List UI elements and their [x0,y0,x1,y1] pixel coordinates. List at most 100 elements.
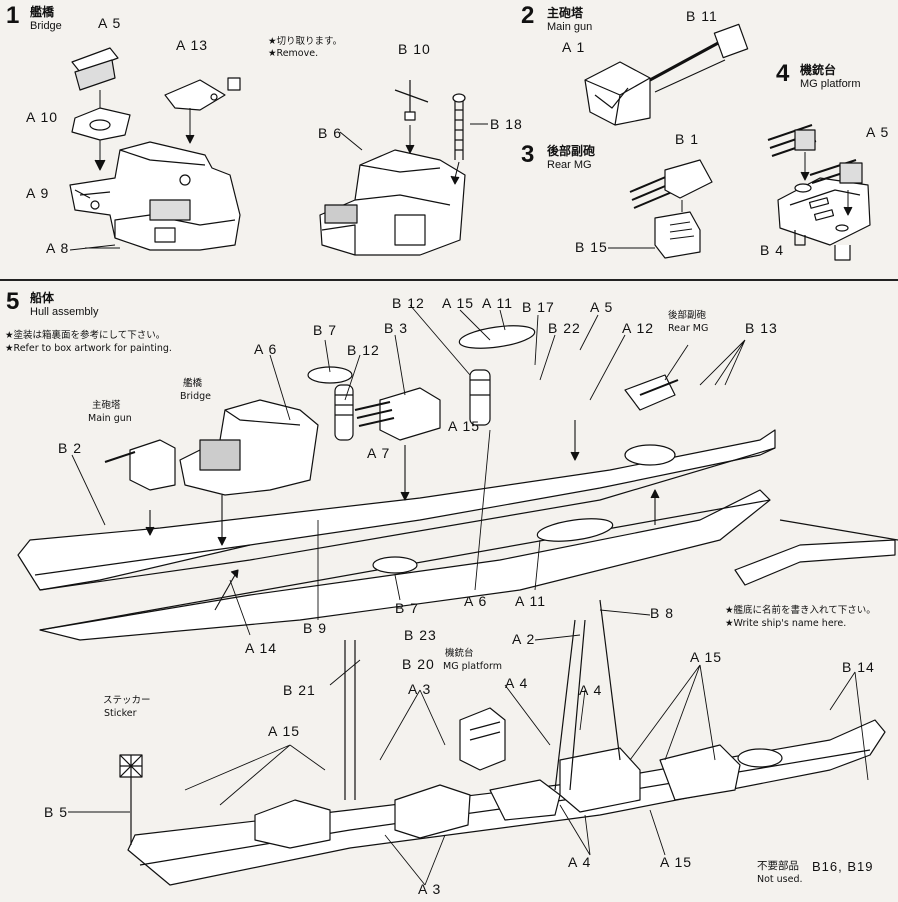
b3-mg-on-hull [354,387,441,441]
bridge-block-1 [69,141,241,251]
label-bridge-jp: 艦橋 [183,378,203,389]
part-label-a11: A 11 [482,295,513,311]
b18-ladder [452,93,466,160]
lower-superstructure [254,744,783,849]
part-label-b15: B 15 [575,239,608,255]
part-label-b21: B 21 [283,682,316,698]
part-label-b13: B 13 [745,320,778,336]
flag-sticker [119,754,143,845]
step-4-title-jp: 機銃台 [800,63,837,77]
part-label-b12: B 12 [392,295,425,311]
mg-platform-lower [459,707,506,771]
mg-platform-guns [767,124,863,184]
bridge-on-hull [179,399,319,496]
part-label-a6: A 6 [254,341,278,357]
part-label-b1: B 1 [675,131,700,147]
step-4-number: 4 [776,60,790,87]
sticker-panel [734,519,898,586]
part-label-a13: A 13 [176,37,209,53]
part-label-a5: A 5 [98,15,122,31]
part-label-b8: B 8 [650,605,675,621]
upper-hull [17,429,776,591]
part-label-b9: B 9 [303,620,328,636]
step-4-title-en: MG platform [800,78,861,90]
step-5-title-jp: 船体 [30,291,55,305]
label-main-gun-jp: 主砲塔 [92,400,121,411]
note-unused-en: Not used. [757,874,803,885]
part-label-a15-mid: A 15 [448,418,481,434]
rear-mg-on-hull [624,374,679,466]
part-label-a2: A 2 [512,631,536,647]
label-sticker-en: Sticker [104,708,137,719]
part-label-a12: A 12 [622,320,655,336]
part-label-b11: B 11 [686,8,718,24]
part-label-a1: A 1 [562,39,586,55]
note-remove-en: ★Remove. [268,48,319,59]
b10-mast [394,80,429,121]
part-label-b17: B 17 [522,299,555,315]
part-label-b20: B 20 [402,656,435,672]
step-2-title-en: Main gun [547,21,593,33]
step-5-title-en: Hull assembly [30,306,99,318]
part-label-a15-top: A 15 [442,295,475,311]
part-label-b12-second: B 12 [347,342,380,358]
part-label-b7: B 7 [313,322,338,338]
part-label-a15-bottom: A 15 [660,854,693,870]
part-label-b23: B 23 [404,627,437,643]
mg-platform-base [777,177,871,261]
part-label-b5: B 5 [44,804,69,820]
note-paint-en: ★Refer to box artwork for painting. [5,343,172,354]
step-5-number: 5 [6,288,20,315]
step-1-title-en: Bridge [30,20,62,32]
label-main-gun-en: Main gun [88,413,132,424]
part-label-a4-second: A 4 [579,682,603,698]
part-label-a15-right: A 15 [690,649,723,665]
rear-mg [629,159,713,259]
part-label-b10: B 10 [398,41,431,57]
step-3-title-en: Rear MG [547,159,592,171]
label-sticker-jp: ステッカー [103,695,151,706]
note-ship-name-en: ★Write ship's name here. [725,618,847,629]
step-1-title-jp: 艦橋 [30,5,55,19]
note-unused-parts: B16, B19 [812,859,874,874]
hull-funnel [334,384,354,441]
label-bridge-en: Bridge [180,391,211,402]
part-label-a9: A 9 [26,185,50,201]
part-label-b14: B 14 [842,659,875,675]
label-mg-platform-jp: 機銃台 [445,648,474,659]
part-label-b22: B 22 [548,320,581,336]
part-label-a3-bottom: A 3 [418,881,442,897]
step-3-title-jp: 後部副砲 [547,144,596,158]
funnel-2 [469,369,491,426]
note-ship-name-jp: ★艦底に名前を書き入れて下さい。 [725,605,876,616]
label-mg-platform-en: MG platform [443,661,502,672]
bridge-block-2 [319,149,466,256]
note-paint-jp: ★塗装は箱裏面を参考にして下さい。 [5,330,166,341]
a5-guns-1 [71,47,119,91]
label-rear-mg-en: Rear MG [668,323,709,334]
masts-lower [344,599,621,800]
part-label-a3: A 3 [408,681,432,697]
note-unused-jp: 不要部品 [757,860,799,872]
step-3-number: 3 [521,141,535,168]
part-label-a10: A 10 [26,109,59,125]
part-label-a14: A 14 [245,640,278,656]
step-2-title-jp: 主砲塔 [547,6,584,20]
a11-boats [307,325,614,574]
main-gun-on-hull [104,439,176,491]
part-label-a5-hull: A 5 [590,299,614,315]
part-label-b7-boat: B 7 [395,600,420,616]
part-label-a4: A 4 [505,675,529,691]
part-label-a4-bottom: A 4 [568,854,592,870]
a10-base [71,107,131,141]
step-1-number: 1 [6,2,20,29]
note-remove-jp: ★切り取ります。 [268,36,343,47]
section-divider [0,279,898,281]
label-rear-mg-jp: 後部副砲 [668,310,707,321]
part-label-b18: B 18 [490,116,523,132]
part-label-a7: A 7 [367,445,391,461]
part-label-b4: B 4 [760,242,785,258]
part-label-b3: B 3 [384,320,409,336]
